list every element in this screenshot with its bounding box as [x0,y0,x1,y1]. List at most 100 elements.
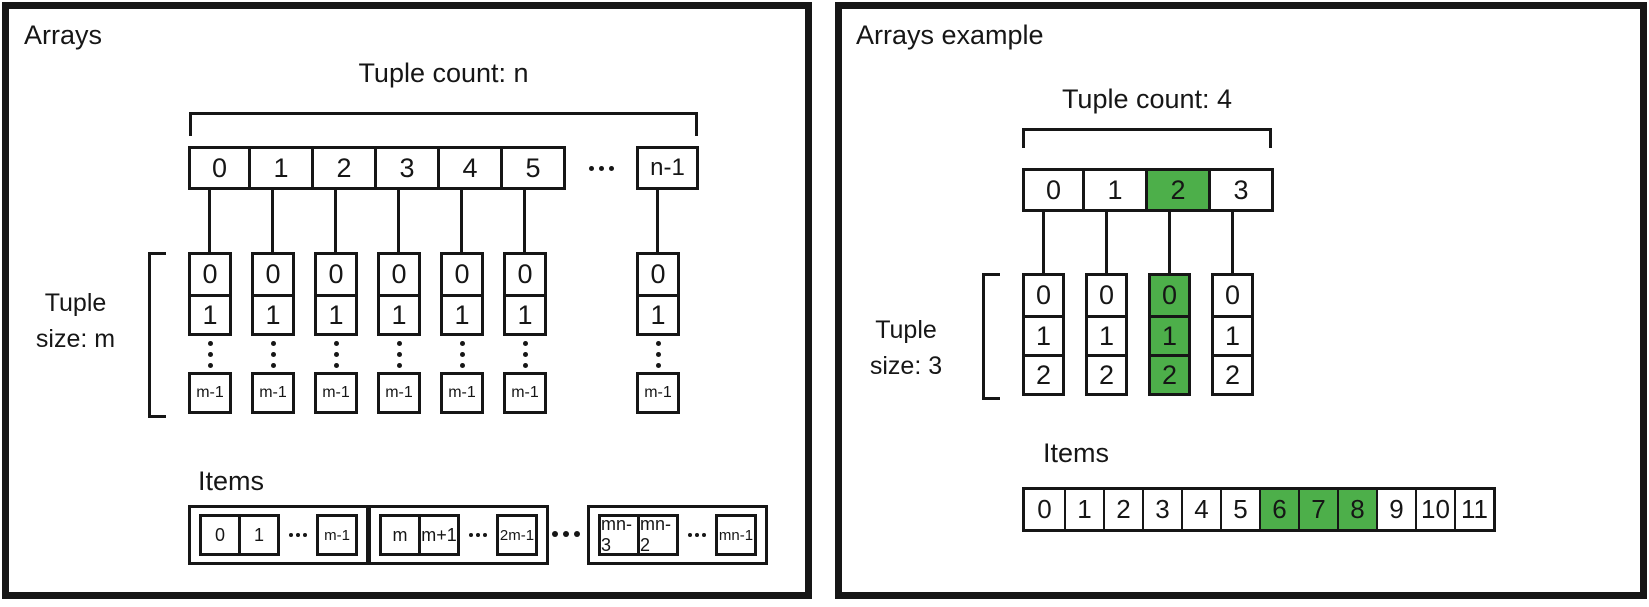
vertical-ellipsis-icon [251,336,295,372]
connector-line [460,190,463,252]
tuple-size-label-line2: size: m [35,325,116,353]
tuple-size-label-line2: size: 3 [869,352,943,380]
tuple-unit: 2 0 1 2 [1145,168,1211,396]
tuple-column: 0 1 [251,252,295,336]
tuple-item-cell: 0 [1088,276,1125,315]
tuple-item-cell: 0 [254,255,292,294]
connector-line [656,190,659,252]
tuple-item-cell: 0 [380,255,418,294]
tuple-item-cell: 1 [254,294,292,333]
item-cell: 7 [1298,490,1337,529]
tuple-unit: 4 0 1 m-1 [437,146,503,414]
tuple-count-bracket [189,112,698,136]
item-cell: 9 [1376,490,1415,529]
connector-line [1105,212,1108,273]
tuple-item-cell: 1 [1025,315,1062,354]
tuple-unit: 2 0 1 m-1 [311,146,377,414]
tuple-item-cell: 1 [380,294,418,333]
tuple-item-cell: 2 [1214,354,1251,393]
items-array: 0 1 m-1 m m+1 2m-1 mn-3 mn-2 mn-1 [188,505,783,565]
tuple-last-item-cell: m-1 [377,372,421,414]
tuple-last-item-cell: m-1 [251,372,295,414]
item-cell: 8 [1337,490,1376,529]
tuple-unit: 1 0 1 m-1 [248,146,314,414]
tuple-size-label: Tuple size: m [28,285,123,357]
item-cell: 5 [1220,490,1259,529]
tuple-column: 0 1 [188,252,232,336]
items-label: Items [1043,438,1110,468]
item-cell: 0 [1025,490,1064,529]
tuple-item-cell: 0 [443,255,481,294]
tuple-item-cell: 0 [1025,276,1062,315]
item-cell: 1 [1064,490,1103,529]
tuple-column: 0 1 2 [1211,273,1254,396]
tuple-last-item-cell: m-1 [440,372,484,414]
tuple-item-cell: 0 [191,255,229,294]
horizontal-ellipsis-icon [588,165,614,171]
tuple-item-cell: 1 [1151,315,1188,354]
tuple-index-cell: 1 [248,146,314,190]
item-cell: 2 [1103,490,1142,529]
item-cell: 10 [1415,490,1454,529]
tuple-index-cell: 2 [311,146,377,190]
tuple-index-cell: 0 [188,146,251,190]
vertical-ellipsis-icon [314,336,358,372]
groups-ellipsis-icon [548,531,584,537]
tuple-column: 0 1 2 [1085,273,1128,396]
tuple-size-bracket [148,252,166,418]
tuple-index-cell: 5 [500,146,566,190]
item-cell: 11 [1454,490,1493,529]
vertical-ellipsis-icon [377,336,421,372]
item-cell: 6 [1259,490,1298,529]
tuple-index-cell: 3 [1208,168,1274,212]
tuple-unit: 1 0 1 2 [1082,168,1148,396]
item-group: 0 1 m-1 [188,505,369,565]
tuple-item-cell: 1 [639,294,677,333]
tuple-last-item-cell: m-1 [636,372,680,414]
tuple-item-cell: 2 [1151,354,1188,393]
tuple-item-cell: 0 [639,255,677,294]
item-last-cell: mn-1 [715,514,757,556]
tuple-item-cell: 0 [317,255,355,294]
item-cell: m [379,514,421,556]
connector-line [1042,212,1045,273]
item-cell: 4 [1181,490,1220,529]
item-group: m m+1 2m-1 [368,505,549,565]
tuple-column: 0 1 2 [1148,273,1191,396]
connector-line [523,190,526,252]
items-label: Items [198,466,265,496]
tuple-index-cell: 0 [1022,168,1085,212]
tuple-last-item-cell: m-1 [188,372,232,414]
tuple-count-label: Tuple count: 4 [1061,84,1233,114]
item-cell: m+1 [418,514,460,556]
horizontal-ellipsis-icon [688,533,706,537]
tuple-column: 0 1 [314,252,358,336]
tuple-item-cell: 1 [443,294,481,333]
tuple-column: 0 1 [440,252,484,336]
tuple-item-cell: 1 [191,294,229,333]
vertical-ellipsis-icon [440,336,484,372]
arrays-example-panel: Arrays example Tuple count: 4 0 0 1 2 [835,2,1647,599]
tuple-item-cell: 1 [1214,315,1251,354]
tuple-column: 0 1 [503,252,547,336]
horizontal-ellipsis-icon [289,533,307,537]
tuple-size-label: Tuple size: 3 [862,312,950,384]
item-cell: mn-3 [598,514,640,556]
item-cell: 1 [238,514,280,556]
tuple-column: 0 1 [636,252,680,336]
tuple-last-item-cell: m-1 [503,372,547,414]
tuple-item-cell: 0 [1151,276,1188,315]
connector-line [397,190,400,252]
connector-line [271,190,274,252]
tuple-index-cell: n-1 [636,146,699,190]
tuple-item-cell: 0 [1214,276,1251,315]
tuple-count-label: Tuple count: n [358,58,529,88]
tuple-array-row: 0 0 1 m-1 1 0 [188,146,699,414]
item-cell: 3 [1142,490,1181,529]
connector-line [1168,212,1171,273]
tuple-unit-last: n-1 0 1 m-1 [636,146,699,414]
panel-title: Arrays example [856,20,1044,50]
vertical-ellipsis-icon [636,336,680,372]
tuple-column: 0 1 [377,252,421,336]
